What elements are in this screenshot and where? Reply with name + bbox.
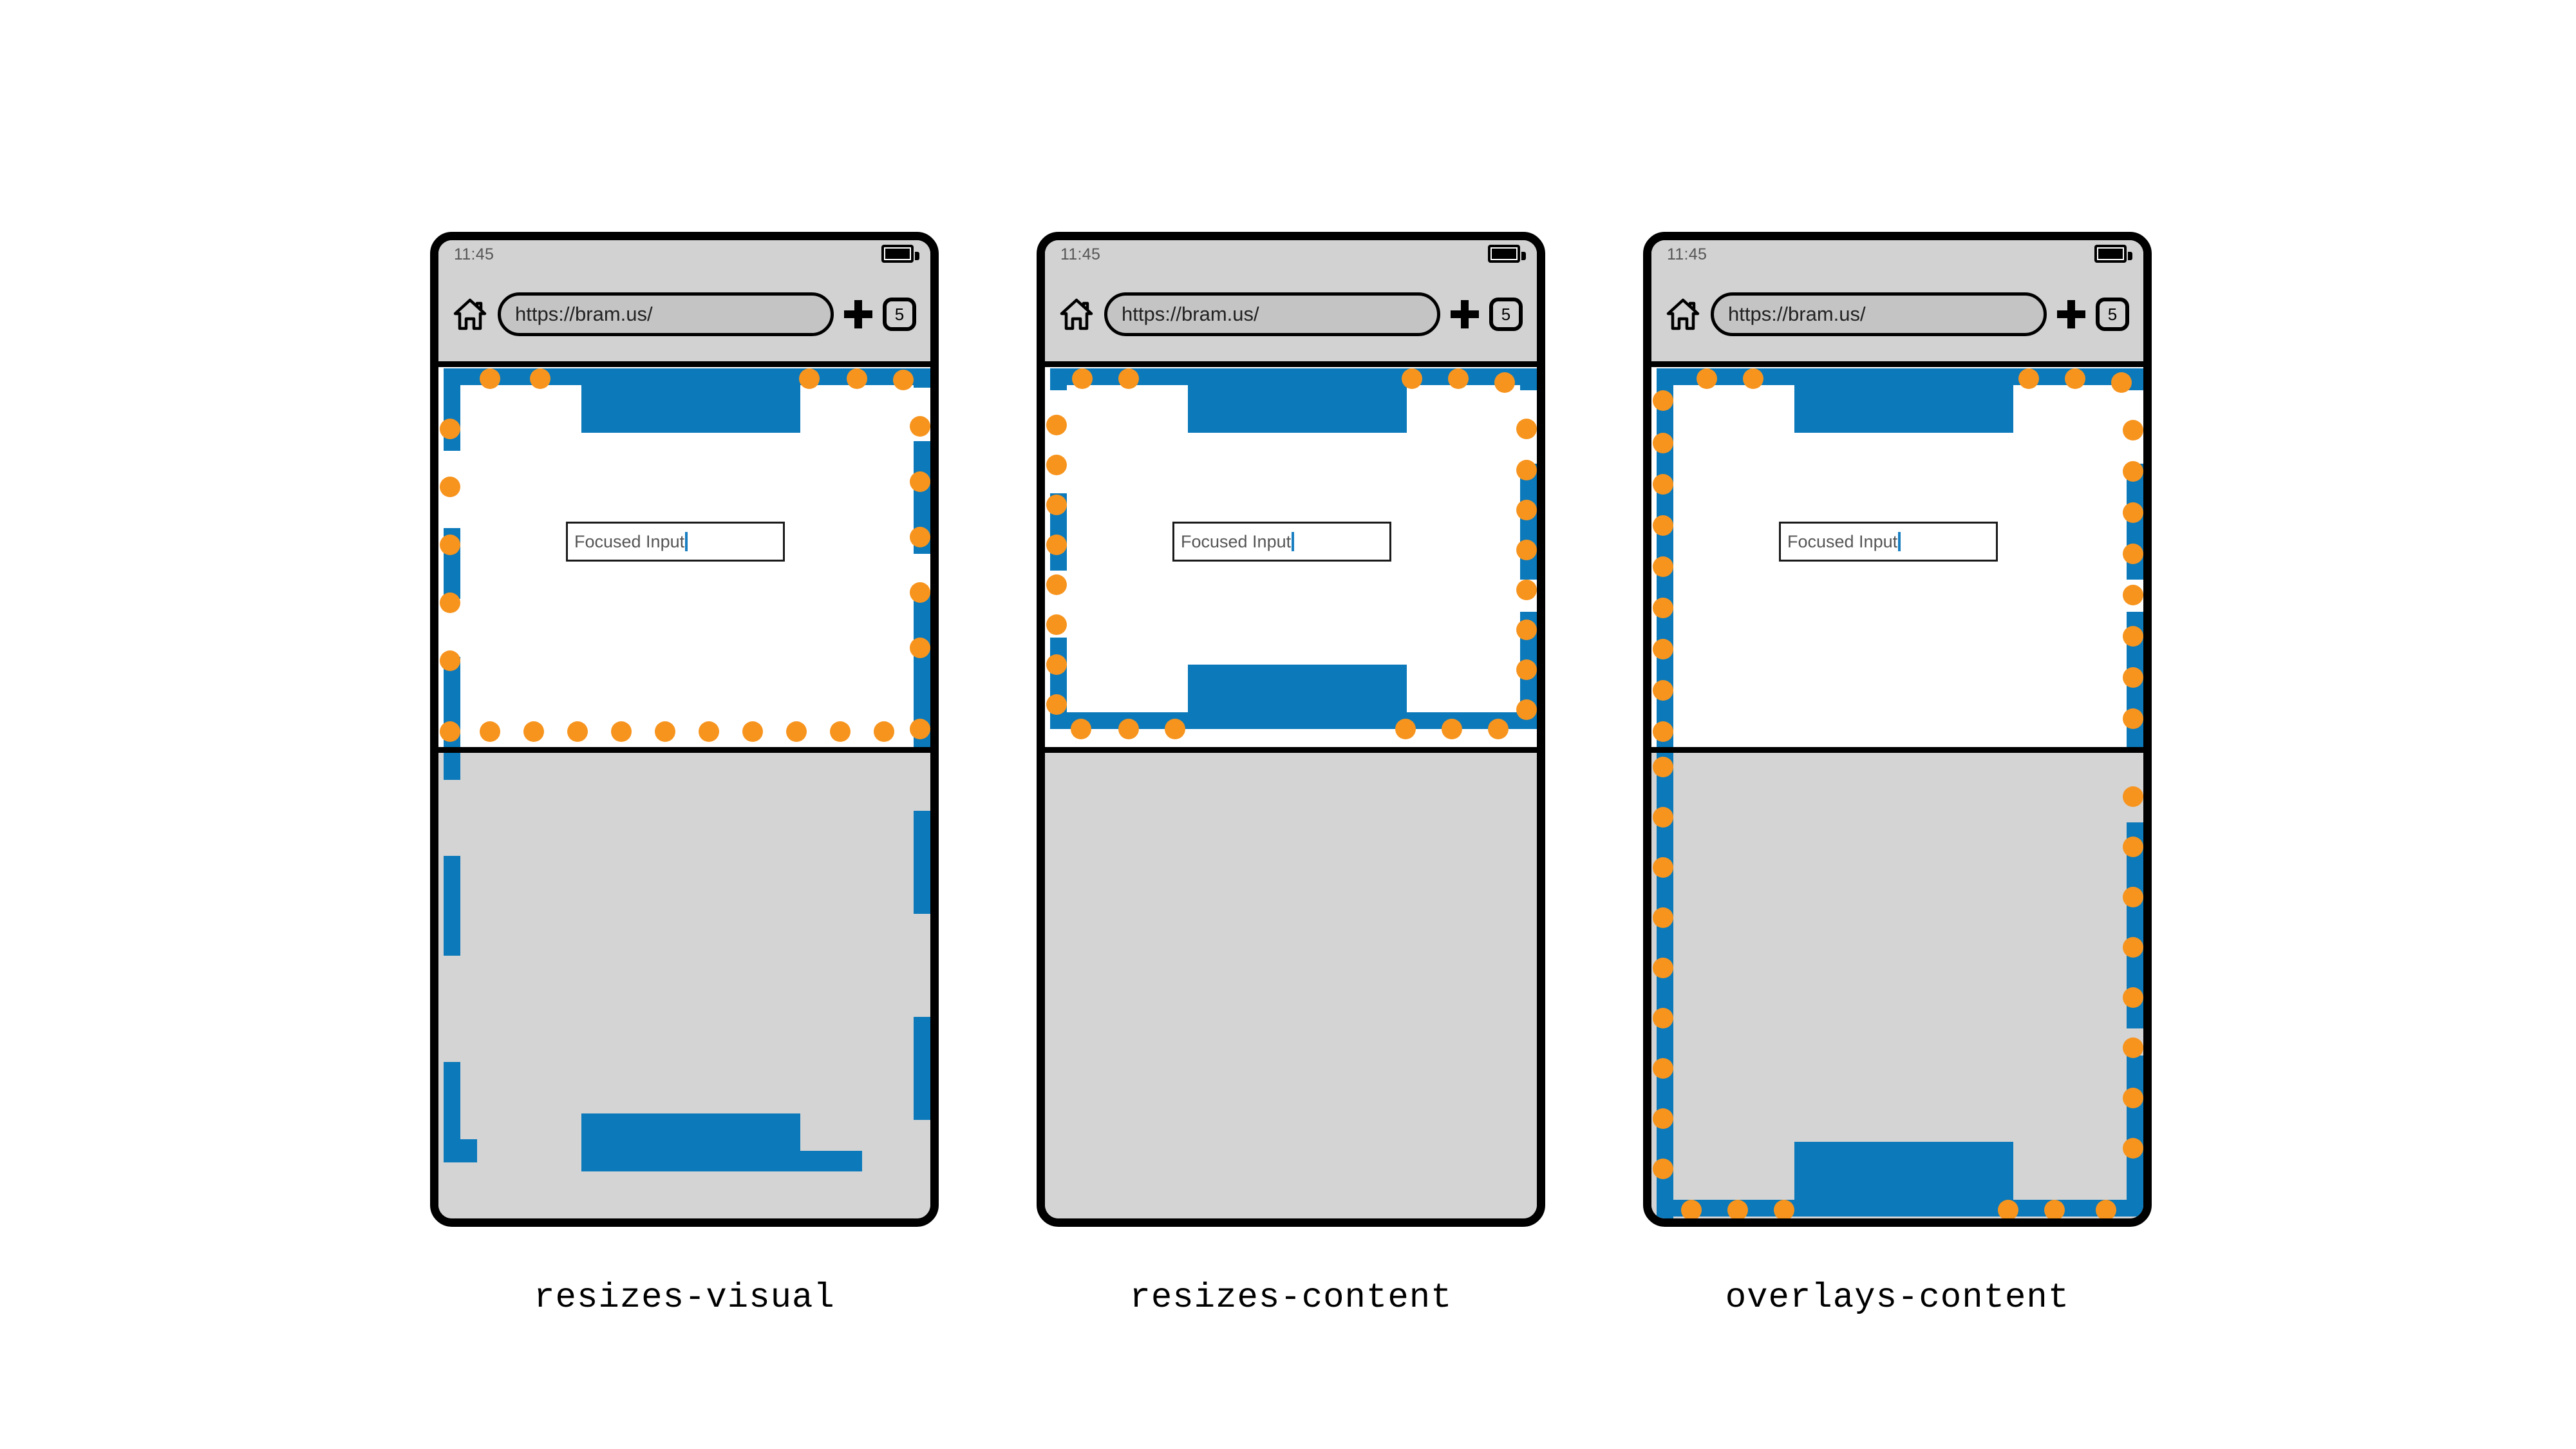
focused-input-value: Focused Input <box>1181 531 1292 551</box>
status-clock: 11:45 <box>454 245 494 263</box>
focused-input[interactable]: Focused Input <box>566 522 785 562</box>
status-bar: 11:45 <box>1651 240 2143 270</box>
home-icon[interactable] <box>453 297 487 332</box>
plus-icon[interactable] <box>844 300 872 328</box>
url-text: https://bram.us/ <box>515 303 653 325</box>
browser-toolbar: https://bram.us/ 5 <box>438 272 930 356</box>
battery-full-icon <box>1488 245 1520 263</box>
phone-resizes-visual: 11:45 https://bram.us/ 5 <box>430 232 939 1227</box>
caption-resizes-content: resizes-content <box>1129 1278 1453 1318</box>
visual-viewport-bottom-edge <box>438 708 930 747</box>
home-icon[interactable] <box>1666 297 1700 332</box>
focused-input[interactable]: Focused Input <box>1172 522 1391 562</box>
browser-chrome: 11:45 https://bram.us/ 5 <box>1651 240 2143 367</box>
virtual-keyboard <box>438 747 930 1218</box>
text-caret <box>1292 532 1295 551</box>
visual-viewport-area: Focused Input <box>1651 367 2143 747</box>
text-caret <box>685 532 688 551</box>
battery-cap-icon <box>2128 252 2132 260</box>
battery-cap-icon <box>1521 252 1526 260</box>
browser-toolbar: https://bram.us/ 5 <box>1045 272 1537 356</box>
url-bar[interactable]: https://bram.us/ <box>1711 292 2047 336</box>
battery-fill <box>2098 249 2123 259</box>
url-text: https://bram.us/ <box>1728 303 1866 325</box>
battery-cap-icon <box>915 252 919 260</box>
focused-input[interactable]: Focused Input <box>1779 522 1998 562</box>
status-clock: 11:45 <box>1060 245 1101 263</box>
layout-viewport-outline-behind-keyboard <box>1651 753 2143 1218</box>
text-caret <box>1898 532 1901 551</box>
tab-count-button[interactable]: 5 <box>2096 298 2129 331</box>
url-bar[interactable]: https://bram.us/ <box>1104 292 1440 336</box>
visual-viewport-area: Focused Input <box>438 367 930 708</box>
battery-fill <box>885 249 910 259</box>
phone-resizes-content: 11:45 https://bram.us/ 5 <box>1037 232 1545 1227</box>
battery-full-icon <box>881 245 914 263</box>
browser-toolbar: https://bram.us/ 5 <box>1651 272 2143 356</box>
layout-viewport-outline-behind-keyboard <box>1045 753 1537 1218</box>
virtual-keyboard <box>1045 747 1537 1218</box>
visual-viewport-area: Focused Input <box>1045 367 1537 747</box>
battery-full-icon <box>2094 245 2127 263</box>
focused-input-value: Focused Input <box>1787 531 1898 551</box>
plus-icon[interactable] <box>2057 300 2085 328</box>
battery-fill <box>1492 249 1516 259</box>
viewport-bottom-decoration <box>438 708 930 747</box>
home-icon[interactable] <box>1059 297 1094 332</box>
caption-overlays-content: overlays-content <box>1725 1278 2070 1318</box>
plus-icon[interactable] <box>1451 300 1479 328</box>
phone-overlays-content: 11:45 https://bram.us/ 5 <box>1643 232 2152 1227</box>
url-text: https://bram.us/ <box>1122 303 1259 325</box>
tab-count-button[interactable]: 5 <box>883 298 916 331</box>
status-bar: 11:45 <box>1045 240 1537 270</box>
status-clock: 11:45 <box>1667 245 1707 263</box>
status-bar: 11:45 <box>438 240 930 270</box>
browser-chrome: 11:45 https://bram.us/ 5 <box>438 240 930 367</box>
browser-chrome: 11:45 https://bram.us/ 5 <box>1045 240 1537 367</box>
caption-resizes-visual: resizes-visual <box>534 1278 835 1318</box>
tab-count-button[interactable]: 5 <box>1489 298 1523 331</box>
url-bar[interactable]: https://bram.us/ <box>498 292 834 336</box>
layout-viewport-outline-behind-keyboard <box>438 753 930 1218</box>
focused-input-value: Focused Input <box>574 531 685 551</box>
virtual-keyboard <box>1651 747 2143 1218</box>
